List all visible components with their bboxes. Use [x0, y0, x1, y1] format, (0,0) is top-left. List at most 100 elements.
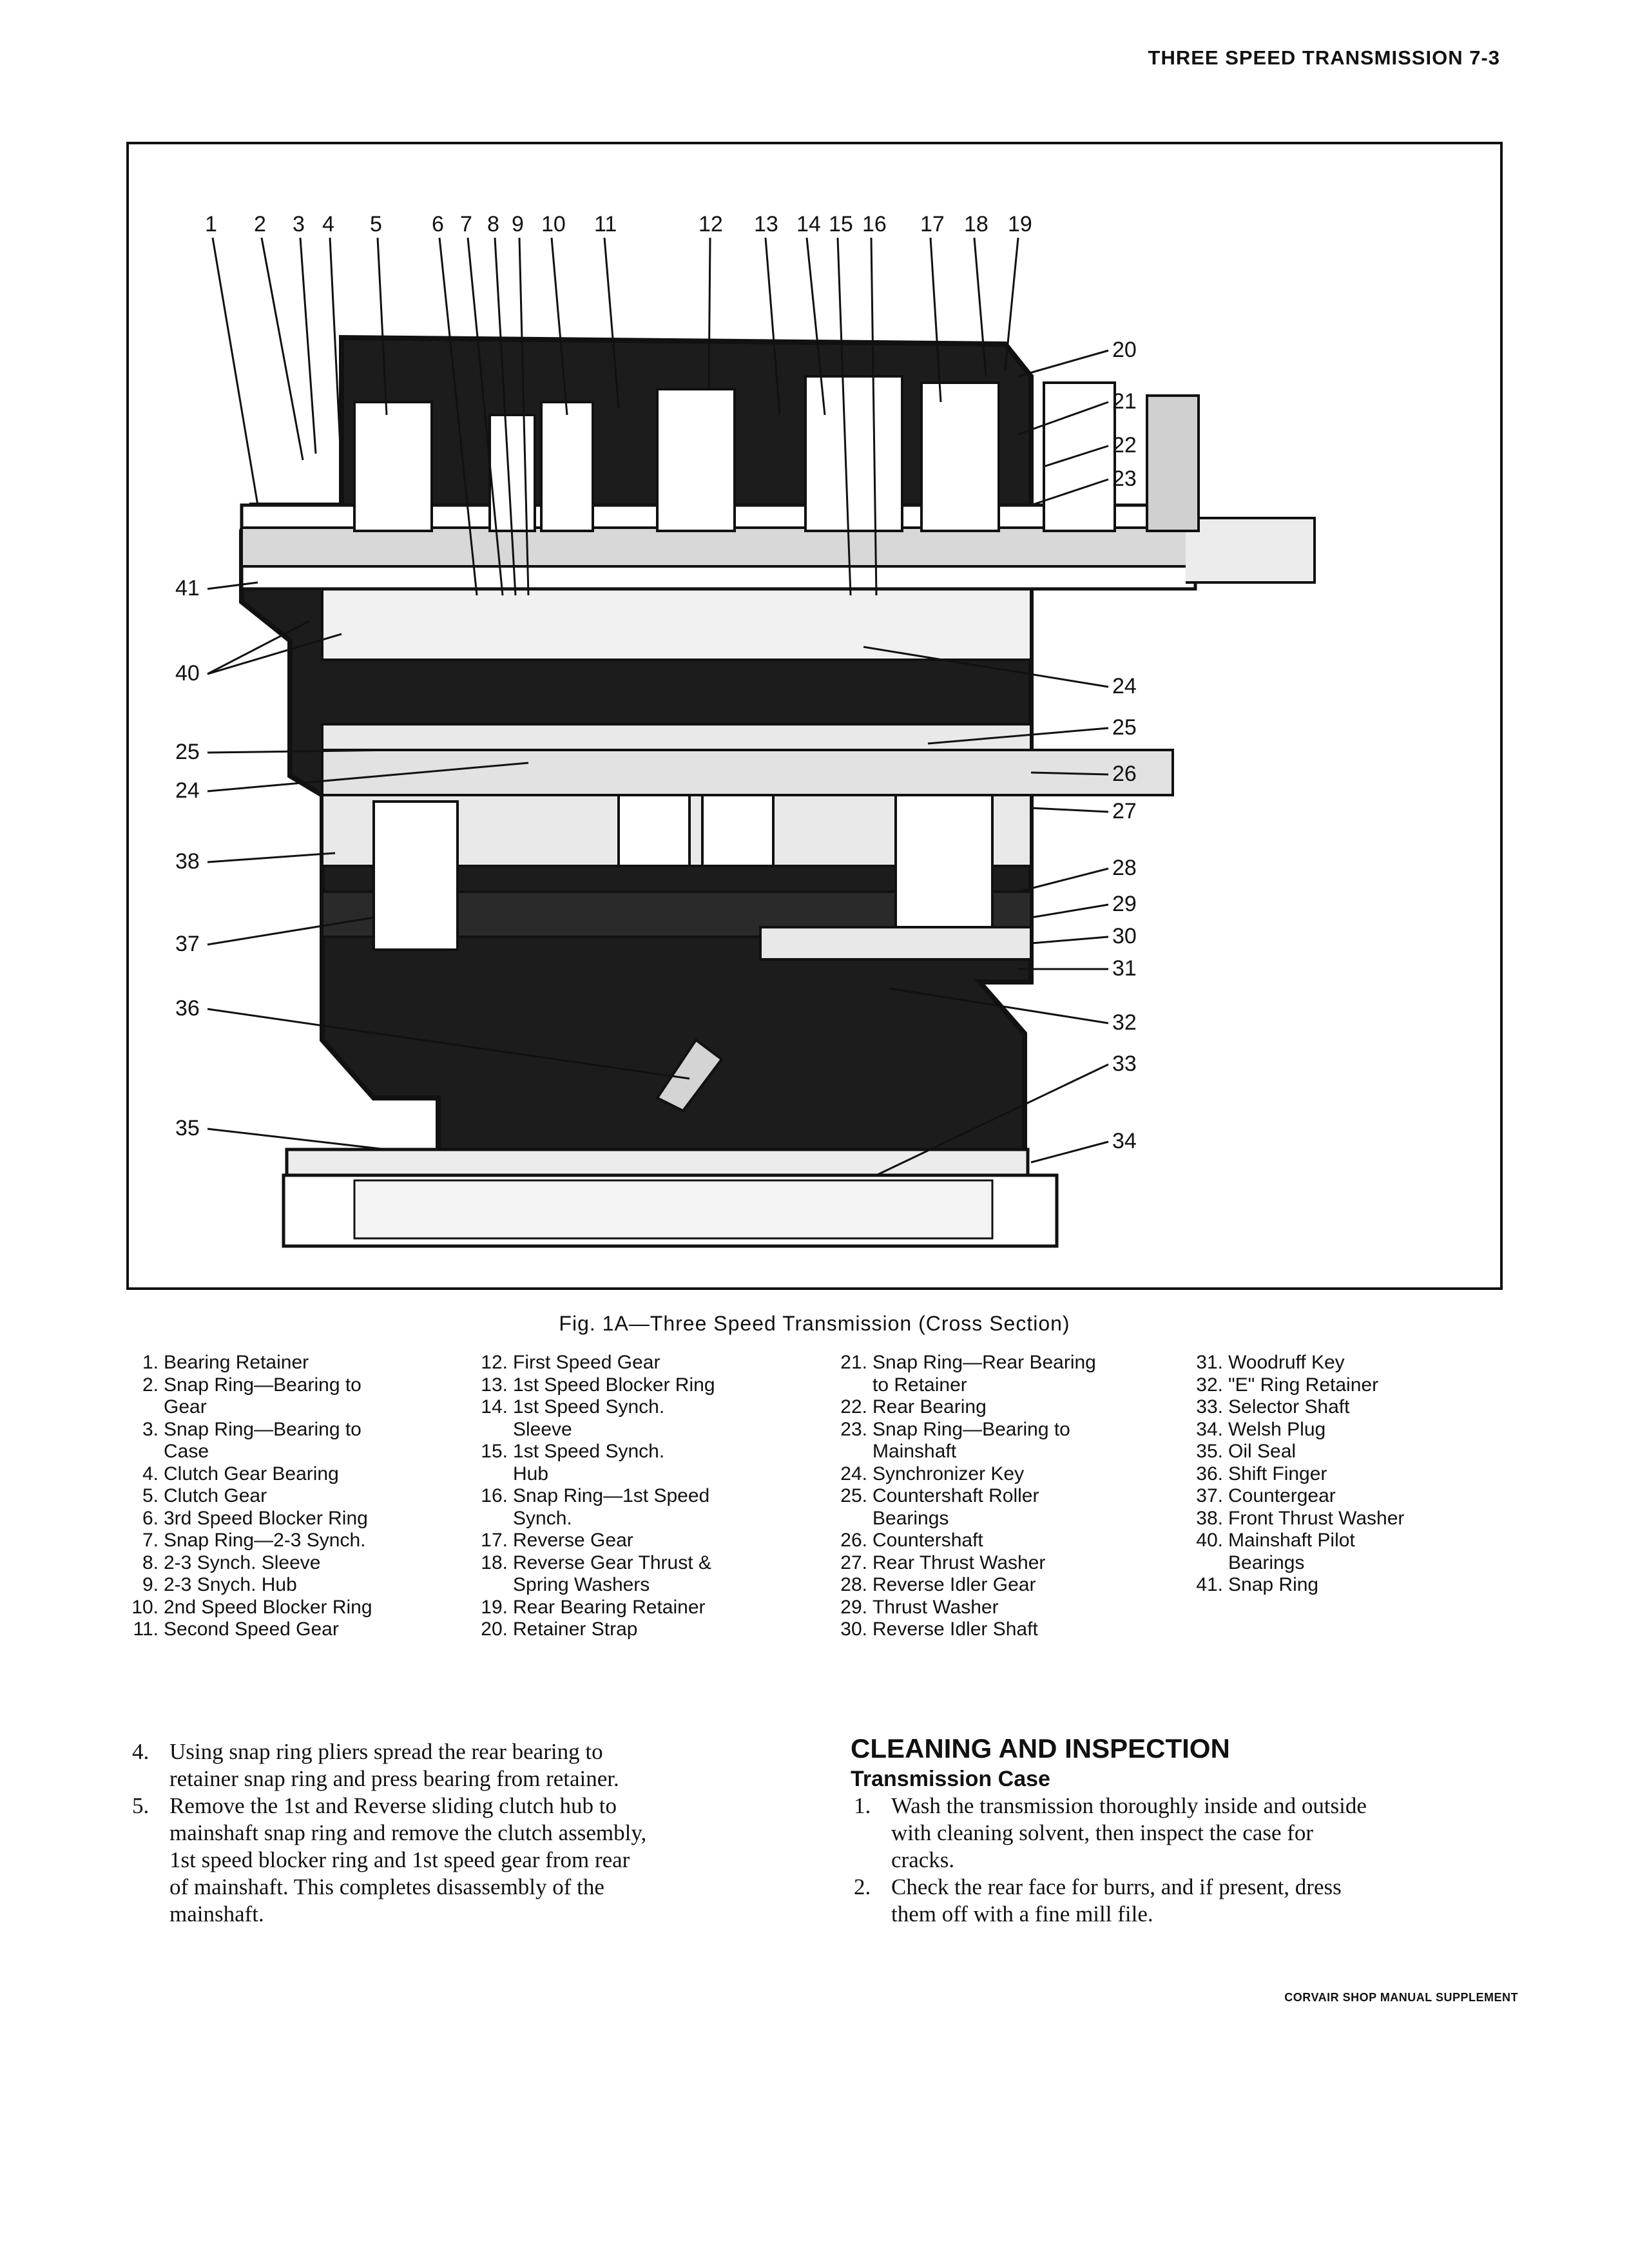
procedure-step-text: mainshaft. [169, 1901, 264, 1927]
callout-label: 22 [1112, 433, 1137, 457]
procedure-step-text: Check the rear face for burrs, and if pr… [891, 1874, 1342, 1899]
legend-item: 34Welsh Plug [1187, 1419, 1404, 1441]
callout-label: 13 [754, 212, 778, 236]
callout-label: 32 [1112, 1010, 1137, 1035]
legend-item: 29Thrust Washer [831, 1597, 1096, 1619]
main-gears [353, 375, 1200, 532]
legend-item-number: 15 [472, 1441, 508, 1463]
legend-item-number: 33 [1187, 1396, 1223, 1419]
procedure-step-number: 1 [854, 1792, 871, 1820]
legend-item-number: 38 [1187, 1508, 1223, 1530]
legend-item: 33Selector Shaft [1187, 1396, 1404, 1419]
callout-label: 17 [920, 212, 945, 236]
legend-item-number: 34 [1187, 1419, 1223, 1441]
procedure-step-number: 4 [132, 1738, 149, 1765]
callout-label: 25 [1112, 715, 1137, 740]
legend-item-number: 12 [472, 1352, 508, 1374]
legend-item-text: 1st Speed Blocker Ring [513, 1374, 715, 1396]
legend-item: 18Reverse Gear Thrust &Spring Washers [472, 1552, 715, 1597]
legend-item-text: Clutch Gear Bearing [164, 1463, 339, 1485]
legend-item: 11Second Speed Gear [122, 1619, 372, 1641]
legend-item-text: Gear [164, 1396, 207, 1418]
legend-item-number: 8 [122, 1552, 159, 1575]
legend-item-number: 21 [831, 1352, 867, 1374]
callout-label: 5 [370, 212, 382, 236]
legend-item-text: 1st Speed Synch. [513, 1396, 665, 1418]
callout-label: 28 [1112, 856, 1137, 880]
legend-item-text: Bearings [872, 1507, 949, 1529]
callout-label: 14 [796, 212, 821, 236]
legend-item: 41Snap Ring [1187, 1574, 1404, 1597]
legend-item-text: Snap Ring—1st Speed [513, 1485, 710, 1506]
legend-item: 26Countershaft [831, 1530, 1096, 1552]
transmission-cross-section-illustration: 1 2 3 4 5 6 7 8 9 10 11 12 13 14 15 16 1… [175, 212, 1316, 1248]
callout-label: 6 [432, 212, 444, 236]
legend-item: 27Rear Thrust Washer [831, 1552, 1096, 1575]
callout-label: 40 [175, 661, 200, 686]
legend-item: 92-3 Snych. Hub [122, 1574, 372, 1597]
legend-item-number: 25 [831, 1485, 867, 1508]
callout-label: 2 [254, 212, 266, 236]
legend-item: 63rd Speed Blocker Ring [122, 1508, 372, 1530]
procedure-step-text: Remove the 1st and Reverse sliding clutc… [169, 1793, 617, 1818]
reverse-idler-shaft [759, 926, 1032, 961]
legend-item-text: Countershaft [872, 1530, 983, 1551]
callout-label: 21 [1112, 389, 1137, 414]
legend-item-text: Synchronizer Key [872, 1463, 1025, 1485]
legend-column-2: 12First Speed Gear131st Speed Blocker Ri… [472, 1352, 715, 1641]
callout-label: 8 [487, 212, 499, 236]
procedure-step: 5Remove the 1st and Reverse sliding clut… [132, 1792, 802, 1928]
legend-item-text: to Retainer [872, 1374, 967, 1396]
figure-caption: Fig. 1A—Three Speed Transmission (Cross … [559, 1312, 1070, 1335]
subsection-title-transmission-case: Transmission Case [851, 1767, 1050, 1791]
callout-label: 31 [1112, 956, 1137, 981]
callout-label: 34 [1112, 1129, 1137, 1153]
legend-item-text: Countershaft Roller [872, 1485, 1039, 1506]
callout-label: 4 [322, 212, 334, 236]
procedure-step-text: of mainshaft. This completes disassembly… [169, 1874, 604, 1899]
procedure-steps-left: 4Using snap ring pliers spread the rear … [132, 1738, 802, 1928]
legend-item-number: 26 [831, 1530, 867, 1552]
legend-item-text: Reverse Idler Shaft [872, 1619, 1038, 1640]
procedure-step: 4Using snap ring pliers spread the rear … [132, 1738, 802, 1792]
legend-item-text: Bearing Retainer [164, 1352, 309, 1373]
legend-item-text: Rear Bearing [872, 1396, 987, 1418]
page-header-title: THREE SPEED TRANSMISSION 7-3 [1148, 46, 1500, 69]
legend-item-text: Snap Ring—Bearing to [872, 1418, 1070, 1440]
legend-item-number: 36 [1187, 1463, 1223, 1486]
legend-item-number: 23 [831, 1419, 867, 1441]
legend-item: 28Reverse Idler Gear [831, 1574, 1096, 1597]
legend-item-number: 40 [1187, 1530, 1223, 1552]
callout-label: 19 [1008, 212, 1032, 236]
legend-item-text: Snap Ring—Bearing to [164, 1418, 361, 1440]
legend-item-number: 17 [472, 1530, 508, 1552]
legend-item: 7Snap Ring—2-3 Synch. [122, 1530, 372, 1552]
procedure-step-text: retainer snap ring and press bearing fro… [169, 1766, 619, 1791]
legend-item-text: Oil Seal [1228, 1441, 1296, 1462]
callout-label: 41 [175, 576, 200, 601]
legend-item: 24Synchronizer Key [831, 1463, 1096, 1486]
callout-label: 36 [175, 996, 200, 1021]
legend-item: 17Reverse Gear [472, 1530, 715, 1552]
procedure-step-text: cracks. [891, 1847, 955, 1872]
legend-item-text: Rear Bearing Retainer [513, 1596, 706, 1618]
legend-item-text: 2-3 Snych. Hub [164, 1574, 297, 1595]
legend-item-text: Bearings [1228, 1552, 1305, 1573]
callout-label: 18 [964, 212, 988, 236]
callout-label: 38 [175, 849, 200, 874]
callout-label: 15 [829, 212, 853, 236]
legend-item-text: Clutch Gear [164, 1485, 267, 1506]
callout-label: 20 [1112, 338, 1137, 362]
legend-item-number: 13 [472, 1374, 508, 1397]
legend-item-number: 29 [831, 1597, 867, 1619]
legend-item-text: "E" Ring Retainer [1228, 1374, 1379, 1396]
legend-item-text: Woodruff Key [1228, 1352, 1345, 1373]
procedure-step-text: them off with a fine mill file. [891, 1901, 1153, 1927]
legend-item-text: Synch. [513, 1507, 572, 1529]
legend-item-text: Shift Finger [1228, 1463, 1327, 1485]
legend-item-text: Retainer Strap [513, 1619, 638, 1640]
legend-item-text: Reverse Idler Gear [872, 1574, 1036, 1595]
